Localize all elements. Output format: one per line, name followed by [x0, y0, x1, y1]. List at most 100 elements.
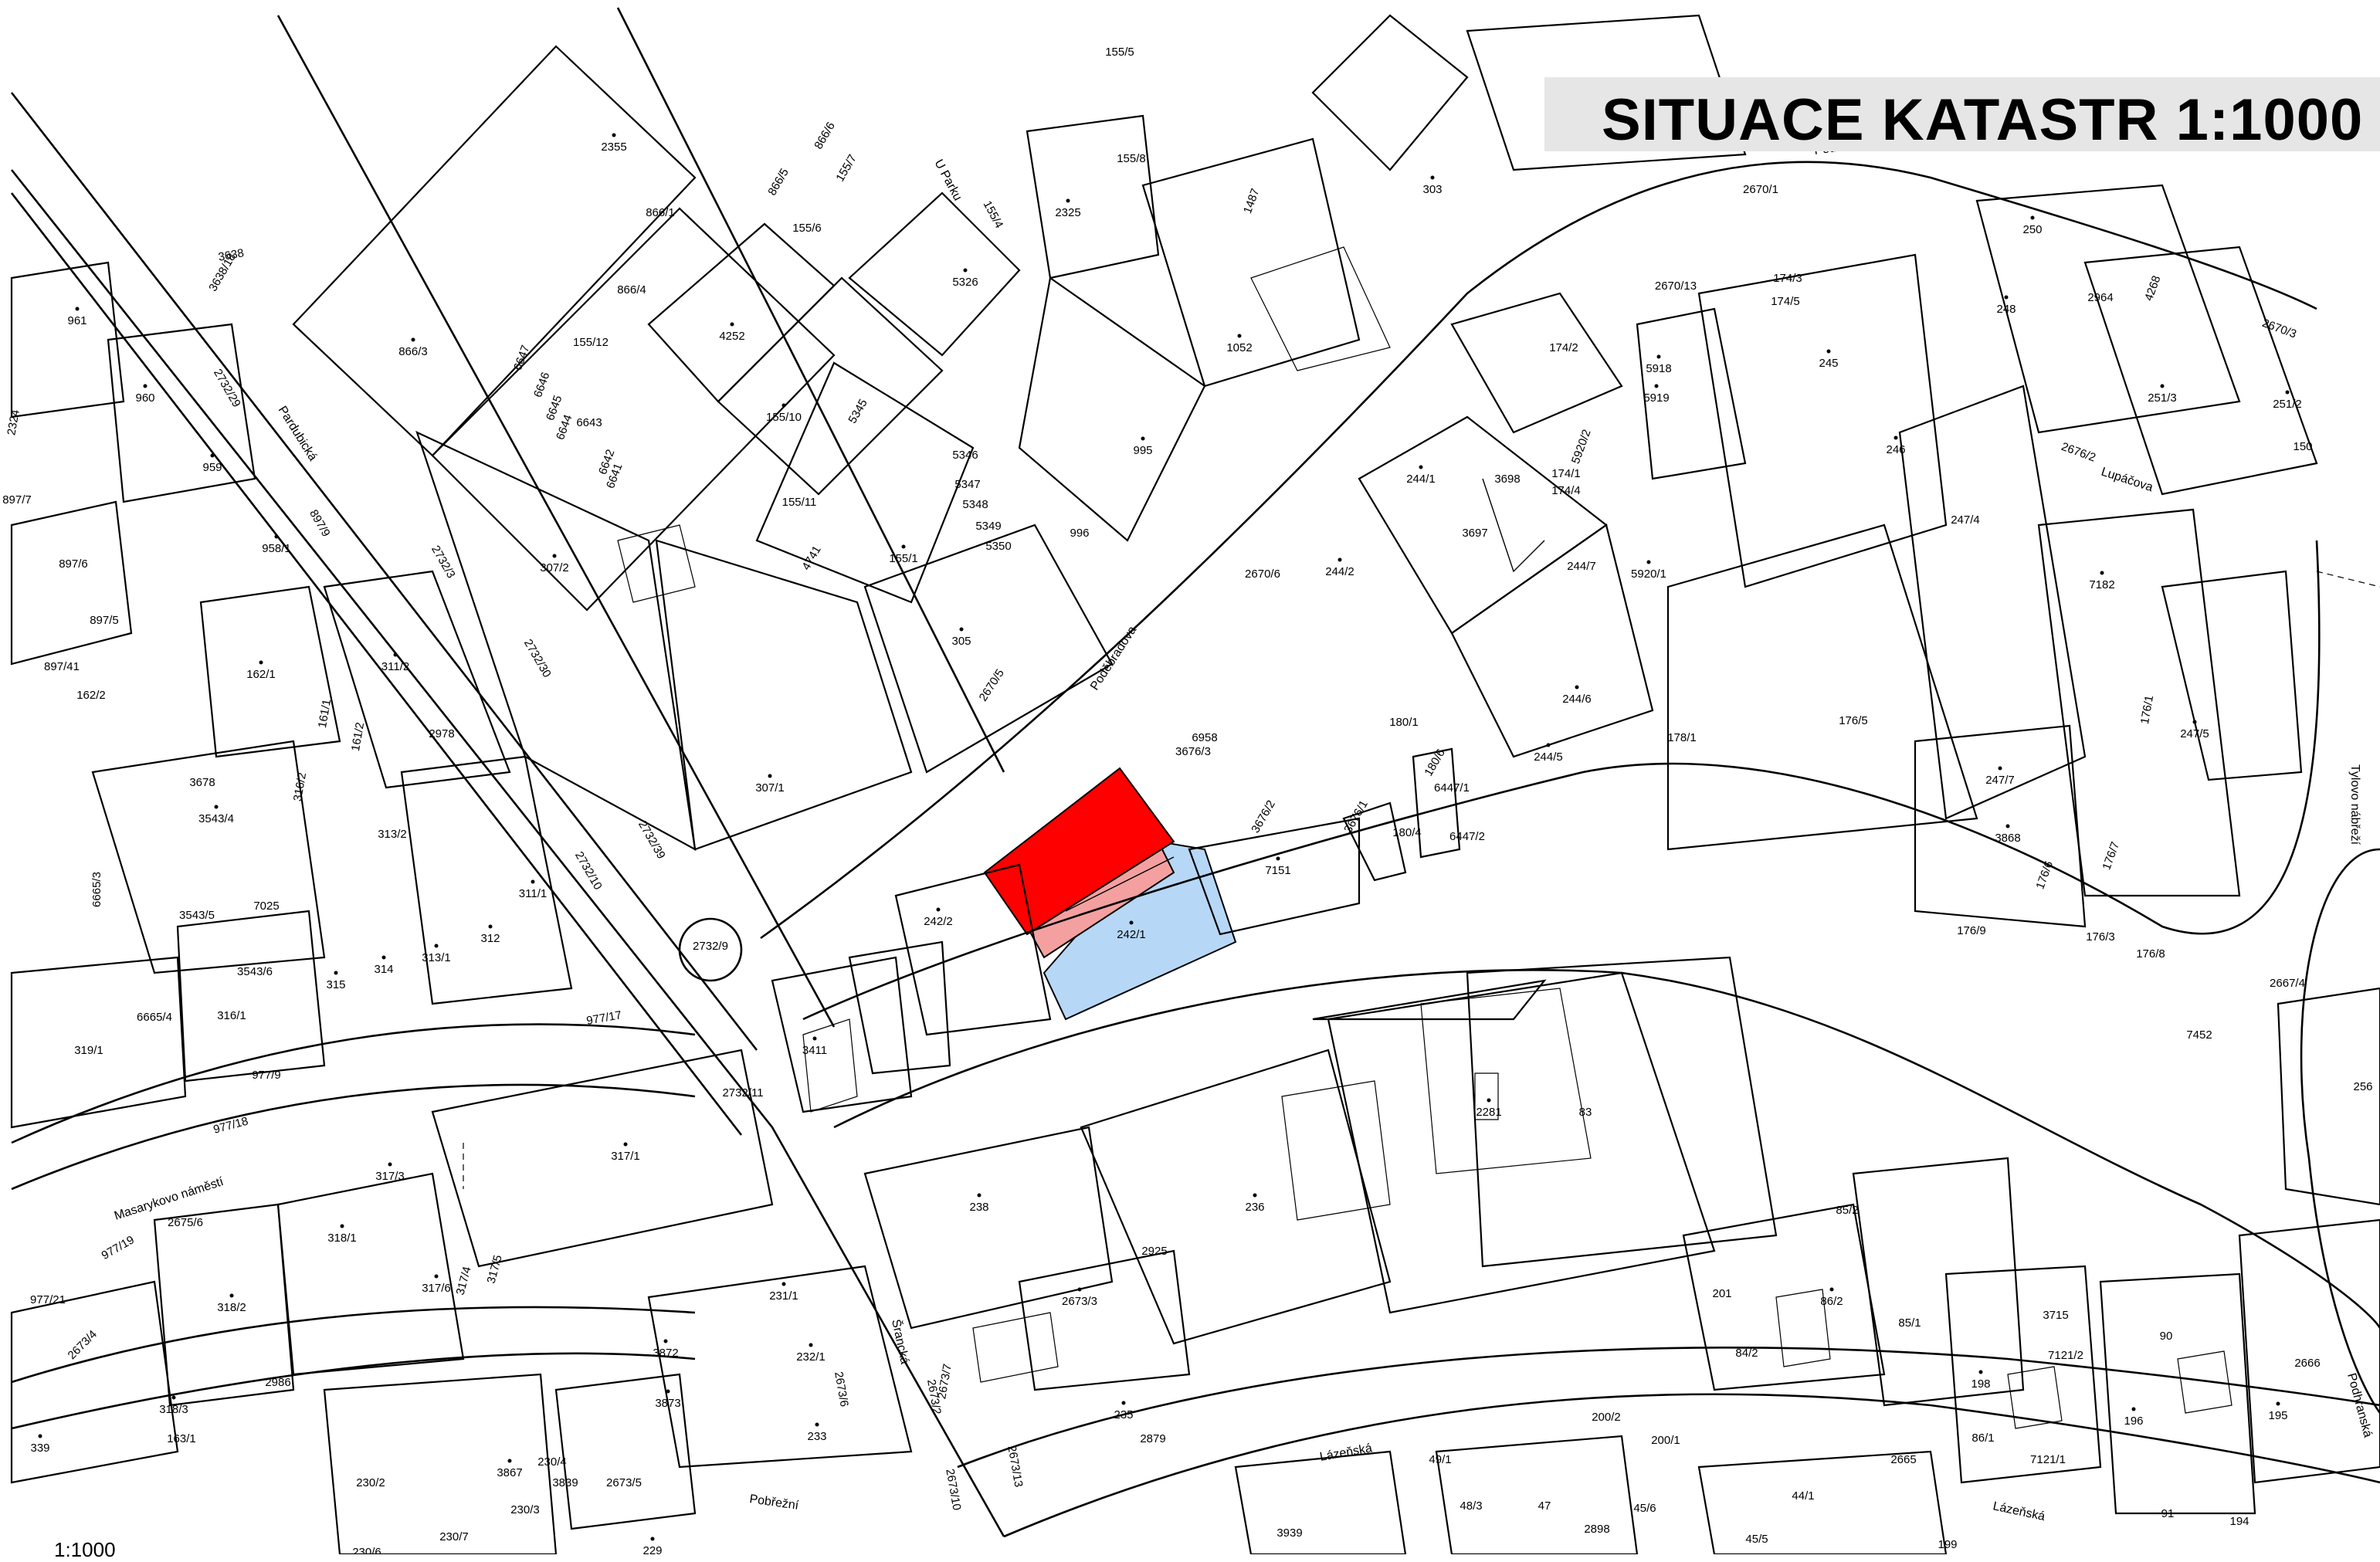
parcel-label-p6447-1: 6447/1 — [1434, 781, 1470, 795]
parcel-dot — [663, 1339, 668, 1343]
parcel-dot — [340, 1224, 344, 1228]
parcel-number: 85/2 — [1836, 1204, 1858, 1217]
parcel-number: 44/1 — [1792, 1489, 1814, 1503]
parcel-number: 247/4 — [1951, 513, 1980, 527]
parcel-number: 5348 — [962, 498, 988, 511]
parcel-dot — [210, 453, 215, 458]
parcel-number: 196 — [2124, 1415, 2143, 1428]
parcel-dot — [1575, 685, 1579, 690]
parcel-number: 5349 — [975, 520, 1001, 533]
parcel-label-p1052: 1052 — [1226, 334, 1253, 354]
parcel-number: 897/7 — [2, 493, 32, 507]
parcel-label-p233: 233 — [807, 1422, 827, 1443]
parcel-number: 866/3 — [398, 345, 428, 358]
parcel-number: 232/1 — [796, 1350, 826, 1364]
parcel-label-p866-4: 866/4 — [617, 283, 646, 296]
parcel-label-p180-4: 180/4 — [1392, 826, 1422, 839]
parcel-label-p3543-6: 3543/6 — [237, 965, 273, 978]
parcel-label-p7121-1: 7121/1 — [2030, 1453, 2066, 1466]
parcel-label-p48-3: 48/3 — [1460, 1499, 1482, 1513]
parcel-label-p230-6: 230/6 — [352, 1546, 381, 1554]
parcel-label-p2732-11: 2732/11 — [722, 1086, 763, 1099]
parcel-number: 7025 — [253, 900, 279, 913]
parcel-number: 7182 — [2089, 578, 2114, 591]
parcel-dot — [1253, 1193, 1257, 1198]
parcel-dot — [75, 307, 80, 311]
parcel-label-p86-2: 86/2 — [1820, 1287, 1843, 1308]
parcel-dot — [768, 774, 772, 778]
parcel-label-p174-2: 174/2 — [1549, 341, 1578, 354]
parcel-number: 180/4 — [1392, 826, 1422, 839]
parcel-number: 174/3 — [1773, 272, 1802, 285]
parcel-number: 305 — [951, 635, 971, 648]
parcel-number: 84/2 — [1735, 1347, 1758, 1360]
parcel-dot — [1646, 560, 1651, 564]
parcel-label-p6643: 6643 — [576, 416, 602, 429]
parcel-number: 2925 — [1141, 1245, 1167, 1258]
parcel-label-p2978: 2978 — [429, 727, 454, 740]
parcel-label-p311-2: 311/2 — [381, 652, 409, 673]
parcel-label-p866-3: 866/3 — [398, 337, 428, 358]
parcel-number: 244/1 — [1406, 473, 1436, 486]
parcel-dot — [666, 1389, 670, 1394]
parcel-label-p7452: 7452 — [2186, 1028, 2212, 1042]
parcel-dot — [411, 337, 415, 342]
parcel-dot — [1129, 920, 1134, 925]
parcel-number: 316/2 — [291, 771, 309, 802]
parcel-boundaries — [10, 14, 2380, 1554]
parcel-number: 316/1 — [217, 1009, 246, 1022]
parcel-number: 2673/5 — [606, 1476, 642, 1489]
parcel-number: 2355 — [601, 141, 626, 154]
parcel-number: 201 — [1712, 1287, 1731, 1300]
parcel-label-p247-4: 247/4 — [1951, 513, 1980, 527]
parcel-number: 229 — [642, 1544, 662, 1554]
title-box — [1544, 77, 2380, 151]
parcel-label-p3698: 3698 — [1494, 473, 1520, 486]
parcel-dot — [2192, 720, 2197, 724]
highlight-red-parcel[interactable] — [983, 767, 1175, 936]
parcel-label-p318-1: 318/1 — [327, 1224, 357, 1245]
parcel-number: 155/10 — [766, 411, 802, 424]
parcel-label-p313-2: 313/2 — [378, 828, 407, 841]
parcel-label-p200-2: 200/2 — [1592, 1411, 1621, 1424]
parcel-number: 2670/6 — [1245, 568, 1280, 581]
parcel-number: 174/5 — [1771, 295, 1800, 308]
parcel-number: 163/1 — [167, 1432, 196, 1445]
parcel-label-p3872: 3872 — [653, 1339, 679, 1360]
parcel-label-p242-2: 242/2 — [924, 907, 953, 928]
parcel-label-p236: 236 — [1245, 1193, 1265, 1214]
parcel-dot — [650, 1537, 655, 1541]
parcel-number: 195 — [2268, 1409, 2287, 1422]
parcel-dot — [1077, 1287, 1082, 1292]
parcel-number: 3939 — [1276, 1526, 1302, 1540]
parcel-label-p317-6: 317/6 — [422, 1274, 451, 1295]
parcel-label-p230-3: 230/3 — [510, 1503, 540, 1516]
parcel-label-p317-1: 317/1 — [611, 1142, 640, 1163]
parcel-label-p194: 194 — [2229, 1515, 2249, 1528]
parcel-label-p246: 246 — [1886, 435, 1906, 456]
parcel-number: 3543/5 — [179, 909, 215, 922]
parcel-label-p317-3: 317/3 — [375, 1162, 405, 1183]
parcel-label-p3411: 3411 — [802, 1036, 827, 1057]
parcel-label-p2670-1: 2670/1 — [1743, 183, 1778, 196]
parcel-number: 897/41 — [44, 660, 80, 673]
road-network — [10, 7, 2380, 1538]
parcel-label-p244-7: 244/7 — [1567, 560, 1596, 573]
parcel-dot — [229, 1293, 234, 1298]
parcel-label-p176-8: 176/8 — [2136, 947, 2165, 961]
parcel-dot — [1654, 384, 1659, 388]
parcel-number: 86/2 — [1820, 1295, 1843, 1308]
parcel-dot — [1487, 1098, 1491, 1103]
parcel-label-p318-2: 318/2 — [217, 1293, 246, 1314]
parcel-dot — [259, 660, 263, 665]
parcel-number: 313/1 — [422, 951, 451, 964]
parcel-label-p3676-3: 3676/3 — [1175, 745, 1211, 758]
building-outlines — [463, 246, 2380, 1429]
parcel-number: 176/9 — [1957, 924, 1986, 937]
parcel-number: 2670/1 — [1743, 183, 1778, 196]
parcel-number: 960 — [135, 391, 154, 405]
parcel-number: 2898 — [1584, 1523, 1609, 1536]
parcel-label-p2925: 2925 — [1141, 1245, 1167, 1258]
parcel-label-p3543-5: 3543/5 — [179, 909, 215, 922]
parcel-label-p897-41: 897/41 — [44, 660, 80, 673]
